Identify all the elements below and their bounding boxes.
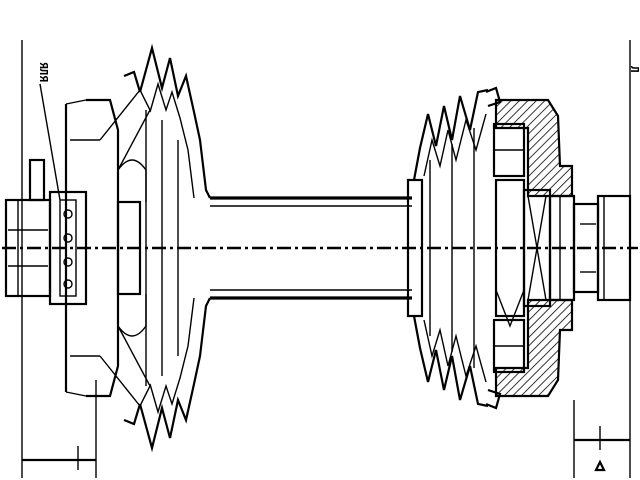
right-inner-joint-housing xyxy=(492,98,576,398)
right-callout-label: Л xyxy=(628,66,640,73)
left-dimension-lines xyxy=(21,40,97,478)
right-boot-bellows xyxy=(406,86,502,410)
left-stub-shaft xyxy=(4,158,52,298)
center-shaft xyxy=(210,196,412,300)
left-callout-label: ЯЛЯ xyxy=(37,62,50,82)
right-dimension-lines xyxy=(573,40,631,478)
